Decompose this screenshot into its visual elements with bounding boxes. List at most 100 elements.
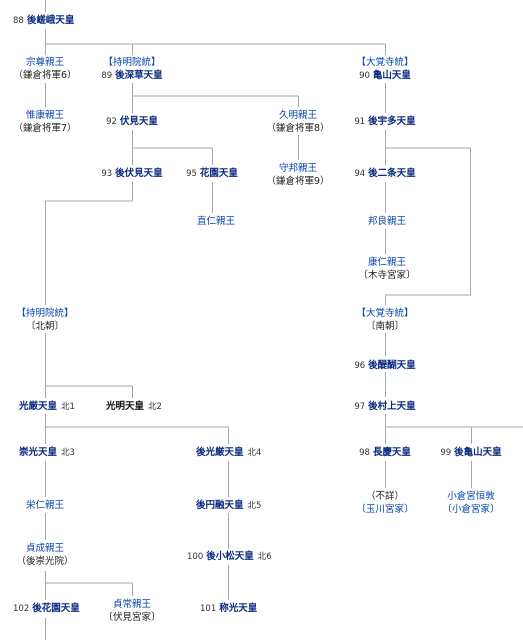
munetaka-name[interactable]: 宗尊親王	[25, 57, 65, 68]
northern-court-label: 【持明院統】 〔北朝〕	[16, 307, 73, 333]
naohito-node: 直仁親王	[197, 215, 235, 228]
koremori-name[interactable]: 惟康親王	[25, 110, 65, 121]
kameyama-number: 90	[359, 71, 370, 81]
gonijo-name[interactable]: 後二条天皇	[368, 168, 416, 179]
koremori-node: 惟康親王 （鎌倉将軍7）	[13, 109, 76, 135]
chokei-number: 98	[359, 448, 370, 458]
gokogon-northern-number: 北4	[247, 448, 262, 458]
suko-name[interactable]: 崇光天皇	[19, 447, 58, 458]
chokei-name[interactable]: 長慶天皇	[372, 447, 411, 458]
fusho-note[interactable]: 〔玉川宮家〕	[356, 504, 414, 515]
jimyoin-top-label[interactable]: 【持明院統】	[103, 57, 161, 68]
fushimi-number: 92	[106, 117, 117, 127]
shoko-number: 101	[200, 604, 217, 614]
kuniyoshi-node: 邦良親王	[368, 215, 406, 228]
gosaga-number: 88	[13, 16, 24, 26]
gouda-name[interactable]: 後宇多天皇	[368, 116, 416, 127]
sadafusa-name[interactable]: 貞成親王	[25, 543, 65, 554]
gofushimi-number: 93	[101, 169, 113, 179]
ogura-name[interactable]: 小倉宮恒敦	[447, 491, 495, 502]
komyo-node: 光明天皇北2	[106, 400, 162, 414]
kogon-node: 光厳天皇北1	[19, 400, 75, 414]
gokogon-name[interactable]: 後光厳天皇	[196, 447, 244, 458]
gokameyama-name[interactable]: 後亀山天皇	[454, 447, 502, 458]
kameyama-name[interactable]: 亀山天皇	[372, 70, 411, 81]
gouda-number: 91	[354, 117, 366, 127]
goenyu-name[interactable]: 後円融天皇	[196, 500, 244, 511]
hisaaki-node: 久明親王 （鎌倉将軍8）	[266, 109, 329, 135]
morikuni-node: 守邦親王 （鎌倉将軍9）	[266, 162, 329, 188]
gohanazono-name[interactable]: 後花園天皇	[32, 603, 80, 614]
godaigo-number: 96	[354, 361, 366, 371]
yasuhito-name[interactable]: 康仁親王	[367, 257, 407, 268]
southern-court-label: 【大覚寺統】 〔南朝〕	[356, 307, 413, 333]
eijin-node: 栄仁親王	[26, 499, 64, 512]
gohanazono-number: 102	[13, 604, 30, 614]
kogon-name[interactable]: 光厳天皇	[19, 401, 58, 412]
goenyu-northern-number: 北5	[247, 501, 262, 511]
yasuhito-note: 〔木寺宮家〕	[358, 270, 416, 281]
godaigo-name[interactable]: 後醍醐天皇	[368, 360, 416, 371]
daikakuji-top-label[interactable]: 【大覚寺統】	[356, 57, 414, 68]
daikakuji-south-label[interactable]: 【大覚寺統】	[356, 308, 414, 319]
hanazono-name[interactable]: 花園天皇	[199, 168, 238, 179]
fusho-node: （不詳） 〔玉川宮家〕	[356, 490, 413, 516]
gomurakami-number: 97	[354, 402, 366, 412]
eijin-name[interactable]: 栄仁親王	[25, 500, 65, 511]
sadatsune-node: 貞常親王 〔伏見宮家〕	[103, 598, 160, 624]
naohito-name[interactable]: 直仁親王	[196, 216, 236, 227]
sadafusa-node: 貞成親王 （後崇光院）	[16, 542, 73, 568]
jimyoin-north-label[interactable]: 【持明院統】	[16, 308, 74, 319]
gokomatsu-name[interactable]: 後小松天皇	[206, 551, 254, 562]
hanazono-number: 95	[186, 169, 197, 179]
gomurakami-name[interactable]: 後村上天皇	[368, 401, 416, 412]
gosaga-name[interactable]: 後嵯峨天皇	[26, 15, 75, 26]
morikuni-note: （鎌倉将軍9）	[266, 176, 330, 187]
koremori-note: （鎌倉将軍7）	[13, 123, 77, 134]
komyo-northern-number: 北2	[148, 402, 162, 412]
sadafusa-note: （後崇光院）	[16, 556, 74, 567]
hisaaki-note: （鎌倉将軍8）	[266, 123, 330, 134]
northern-court-sub: 〔北朝〕	[25, 321, 65, 332]
gonijo-number: 94	[354, 169, 366, 179]
sadatsune-name[interactable]: 貞常親王	[112, 599, 152, 610]
morikuni-name[interactable]: 守邦親王	[278, 163, 318, 174]
kogon-northern-number: 北1	[61, 402, 75, 412]
goenyu-node: 後円融天皇北5	[196, 499, 261, 513]
munetaka-note: （鎌倉将軍6）	[13, 70, 77, 81]
suko-node: 崇光天皇北3	[19, 446, 75, 460]
fushimi-name[interactable]: 伏見天皇	[119, 116, 158, 127]
ogura-note[interactable]: 〔小倉宮家〕	[442, 504, 500, 515]
gofushimi-name[interactable]: 後伏見天皇	[115, 168, 163, 179]
munetaka-node: 宗尊親王 （鎌倉将軍6）	[13, 56, 76, 82]
shoko-name[interactable]: 称光天皇	[219, 603, 258, 614]
ogura-node: 小倉宮恒敦 〔小倉宮家〕	[442, 490, 499, 516]
gokomatsu-number: 100	[187, 552, 204, 562]
komyo-name[interactable]: 光明天皇	[106, 401, 145, 412]
sadatsune-note: 〔伏見宮家〕	[103, 612, 161, 623]
yasuhito-node: 康仁親王 〔木寺宮家〕	[358, 256, 415, 282]
hisaaki-name[interactable]: 久明親王	[278, 110, 318, 121]
fusho-name: （不詳）	[365, 491, 405, 502]
gofukakusa-number: 89	[101, 71, 113, 81]
gokomatsu-northern-number: 北6	[257, 552, 272, 562]
southern-court-sub: 〔南朝〕	[365, 321, 405, 332]
kuniyoshi-name[interactable]: 邦良親王	[367, 216, 407, 227]
gofukakusa-name[interactable]: 後深草天皇	[115, 70, 163, 81]
